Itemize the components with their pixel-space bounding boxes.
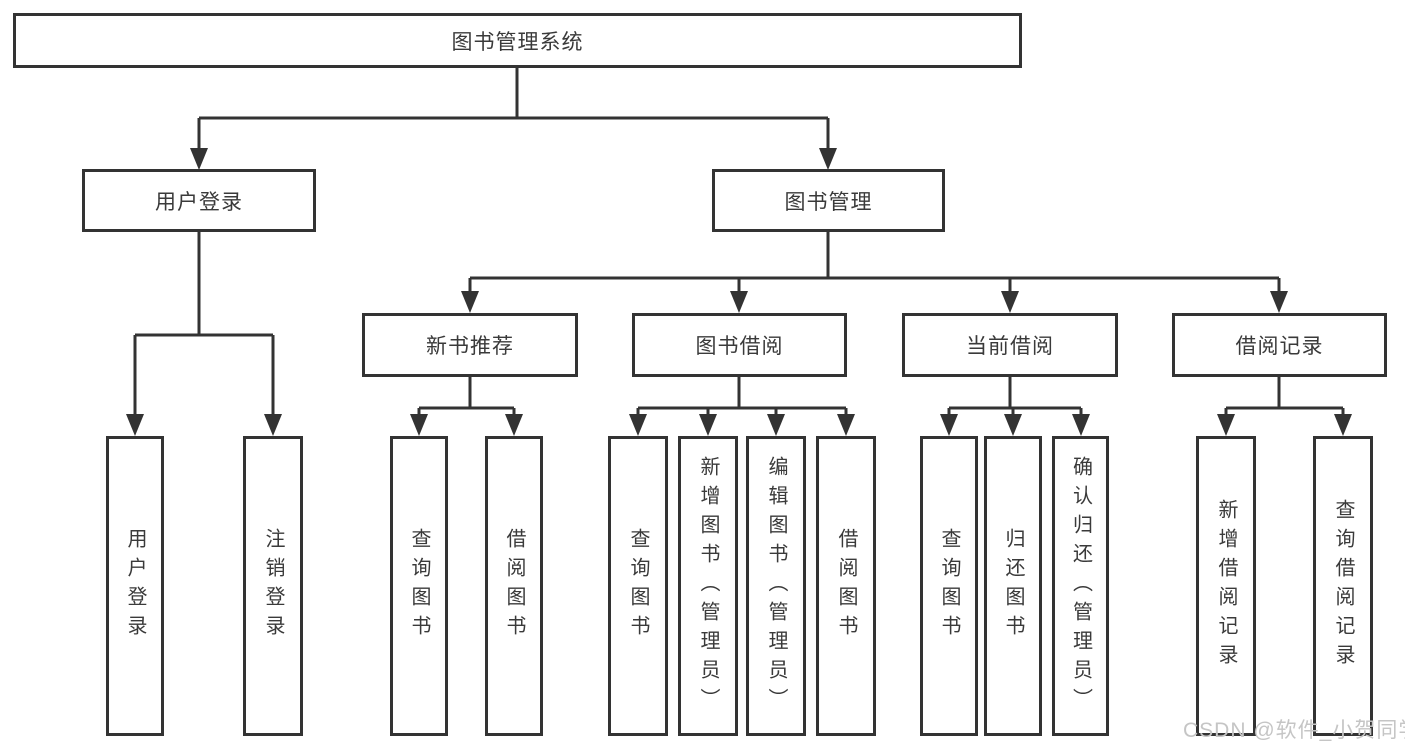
node-label: 查询借阅记录 — [1332, 499, 1354, 673]
node-book-borrowing: 图书借阅 — [632, 313, 847, 377]
leaf-add-borrow-record: 新增借阅记录 — [1196, 436, 1256, 736]
node-book-management: 图书管理 — [712, 169, 945, 232]
leaf-confirm-return-admin: 确认归还（管理员） — [1052, 436, 1109, 736]
connector-paths — [133, 67, 1345, 416]
node-label: 借阅记录 — [1235, 335, 1324, 358]
node-label: 用户登录 — [155, 190, 243, 214]
leaf-return-book: 归还图书 — [984, 436, 1042, 736]
leaf-add-book-admin: 新增图书（管理员） — [678, 436, 738, 736]
node-label: 查询图书 — [408, 528, 430, 644]
leaf-edit-book-admin: 编辑图书（管理员） — [746, 436, 806, 736]
node-label: 用户登录 — [124, 528, 146, 644]
leaf-logout: 注销登录 — [243, 436, 303, 736]
node-label: 归还图书 — [1002, 528, 1024, 644]
leaf-query-books-current: 查询图书 — [920, 436, 978, 736]
node-label: 查询图书 — [938, 528, 960, 644]
node-label: 当前借阅 — [966, 335, 1054, 358]
node-label: 借阅图书 — [835, 528, 857, 644]
node-label: 编辑图书（管理员） — [765, 455, 787, 717]
node-system-root: 图书管理系统 — [13, 13, 1022, 68]
node-label: 注销登录 — [262, 528, 284, 644]
node-label: 图书借阅 — [695, 335, 784, 358]
node-label: 图书管理系统 — [451, 30, 584, 54]
node-current-borrowing: 当前借阅 — [902, 313, 1118, 377]
node-user-login: 用户登录 — [82, 169, 316, 232]
node-label: 图书管理 — [784, 190, 873, 214]
arrowheads — [126, 148, 1352, 436]
node-new-book-recommend: 新书推荐 — [362, 313, 578, 377]
node-label: 新书推荐 — [426, 335, 514, 358]
node-borrowing-records: 借阅记录 — [1172, 313, 1387, 377]
node-label: 新增图书（管理员） — [697, 455, 719, 717]
leaf-query-books-recommend: 查询图书 — [390, 436, 448, 736]
leaf-borrow-books: 借阅图书 — [816, 436, 876, 736]
leaf-query-books-borrow: 查询图书 — [608, 436, 668, 736]
leaf-user-login: 用户登录 — [106, 436, 164, 736]
node-label: 借阅图书 — [503, 528, 525, 644]
node-label: 新增借阅记录 — [1215, 499, 1237, 673]
leaf-query-borrow-record: 查询借阅记录 — [1313, 436, 1373, 736]
node-label: 确认归还（管理员） — [1069, 455, 1092, 717]
leaf-borrow-books-recommend: 借阅图书 — [485, 436, 543, 736]
node-label: 查询图书 — [627, 528, 649, 644]
